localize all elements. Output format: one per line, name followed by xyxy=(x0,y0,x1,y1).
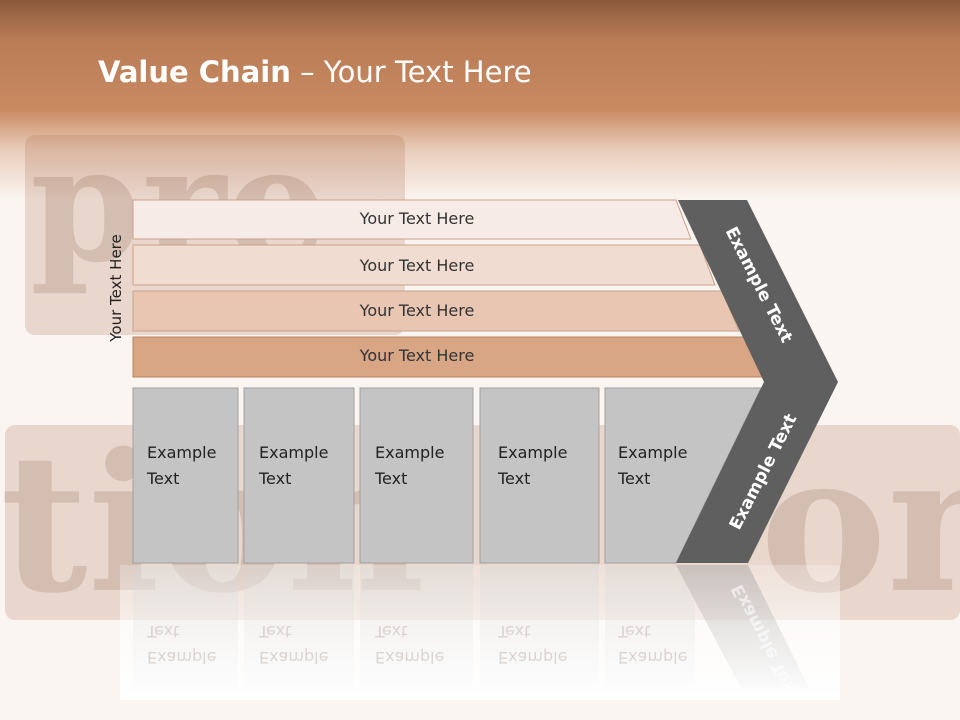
title-rest: – Your Text Here xyxy=(290,55,532,89)
title-bold: Value Chain xyxy=(98,55,291,89)
chevron-lower xyxy=(676,382,838,563)
row-band-2 xyxy=(132,244,716,286)
page-title: Value Chain – Your Text Here xyxy=(98,55,532,89)
activity-box-1 xyxy=(132,387,239,564)
header-band xyxy=(0,0,960,200)
row-label-3: Your Text Here xyxy=(359,301,475,320)
activity-box-2 xyxy=(243,387,355,564)
activity-box-4 xyxy=(479,387,600,564)
row-label-2: Your Text Here xyxy=(359,256,475,275)
activity-box-3 xyxy=(359,387,474,564)
row-band-1 xyxy=(132,199,692,240)
row-label-1: Your Text Here xyxy=(359,209,475,228)
chevron-upper xyxy=(678,200,838,382)
row-label-4: Your Text Here xyxy=(359,346,475,365)
row-band-3 xyxy=(132,290,740,332)
